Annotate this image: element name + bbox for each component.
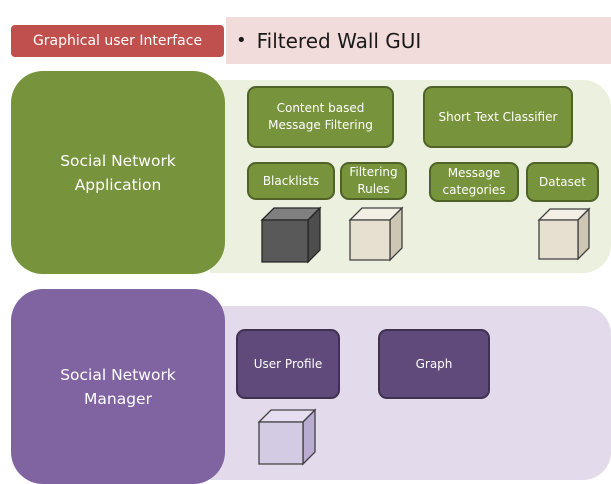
filtering-rules-line2: Rules: [357, 182, 390, 196]
filtered-wall-title: Filtered Wall GUI: [256, 28, 422, 53]
user-profile-box: User Profile: [236, 329, 340, 399]
dataset-label: Dataset: [539, 174, 586, 189]
short-text-classifier-box: Short Text Classifier: [423, 86, 573, 148]
application-label-line2: Application: [74, 175, 162, 194]
gui-label-text: Graphical user Interface: [32, 33, 203, 49]
blacklists-label: Blacklists: [262, 173, 320, 188]
dataset-cube-icon: [537, 207, 591, 261]
bullet-icon: •: [236, 30, 247, 51]
graph-box: Graph: [378, 329, 490, 399]
social-network-manager: Social Network Manager: [11, 289, 225, 484]
blacklists-box: Blacklists: [247, 162, 335, 200]
filtering-rules-line1: Filtering: [349, 165, 398, 179]
gui-label: Graphical user Interface: [11, 25, 224, 57]
graph-label: Graph: [415, 357, 453, 371]
manager-label-line1: Social Network: [60, 365, 176, 384]
message-categories-line1: Message: [447, 166, 501, 180]
short-text-classifier-label: Short Text Classifier: [438, 109, 558, 124]
filtering-rules-cube-icon: [348, 206, 404, 262]
blacklists-database-cube-icon: [260, 206, 322, 264]
dataset-box: Dataset: [526, 162, 599, 202]
user-profile-cube-icon: [257, 408, 317, 466]
content-filtering-line1: Content based: [276, 101, 365, 115]
user-profile-label: User Profile: [253, 357, 323, 371]
manager-label-line2: Manager: [84, 389, 152, 408]
content-filtering-line2: Message Filtering: [268, 118, 373, 132]
filtering-rules-box: Filtering Rules: [340, 162, 407, 200]
content-based-message-filtering-box: Content based Message Filtering: [247, 86, 394, 148]
filtered-wall-band: • Filtered Wall GUI: [226, 17, 611, 64]
application-label-line1: Social Network: [60, 151, 176, 170]
social-network-application: Social Network Application: [11, 71, 225, 274]
message-categories-line2: categories: [442, 183, 506, 197]
message-categories-box: Message categories: [429, 162, 519, 202]
